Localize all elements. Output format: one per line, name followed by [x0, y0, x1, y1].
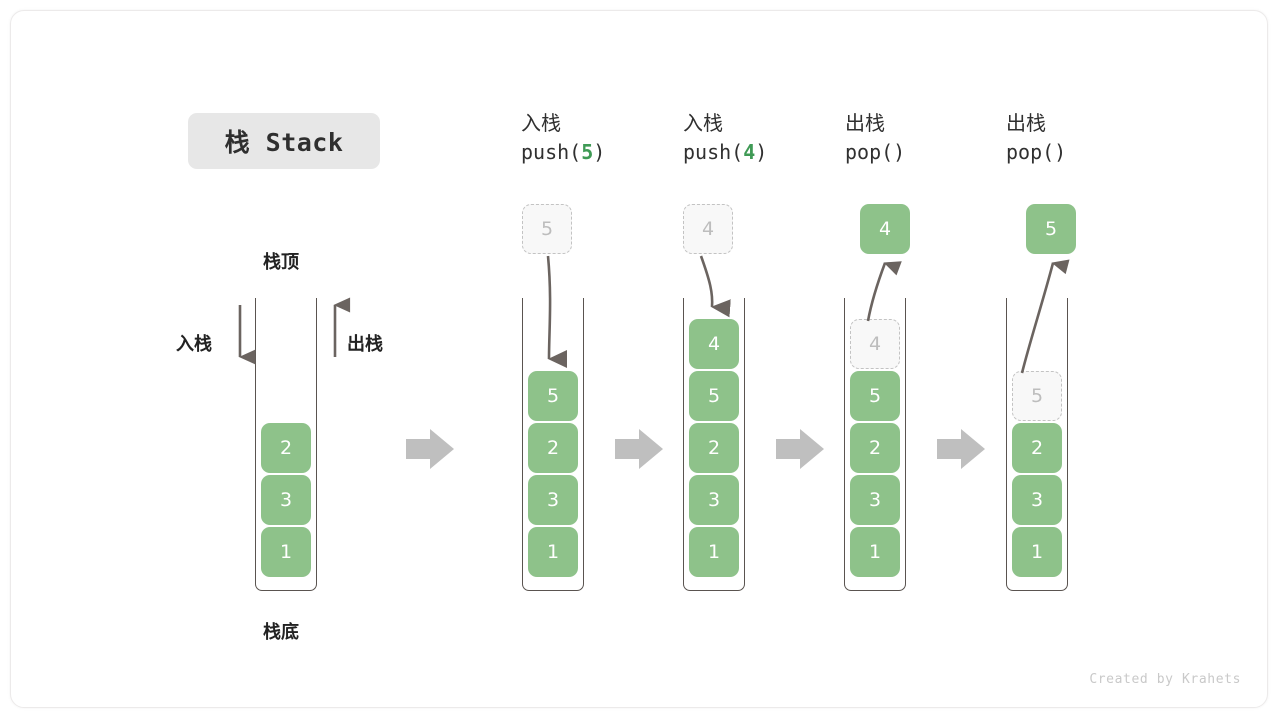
stack-cell: 1 — [528, 527, 578, 577]
flow-arrow — [937, 429, 985, 469]
popped-cell: 4 — [860, 204, 910, 254]
step-caption-cn: 出栈 — [845, 111, 885, 135]
stack-cell: 3 — [689, 475, 739, 525]
stack-cell: 2 — [689, 423, 739, 473]
diagram-stage: 栈 Stack 栈顶 入栈 出栈 栈底 2 3 1 入栈 push(5) 5 5… — [11, 11, 1269, 709]
code-suffix: ) — [893, 140, 906, 164]
stack-container-4 — [1006, 298, 1068, 591]
code-prefix: push( — [521, 140, 582, 164]
step-caption-pop-4: 出栈 pop() — [845, 109, 905, 167]
code-prefix: push( — [683, 140, 744, 164]
step-caption-code: push(4) — [683, 138, 767, 167]
stack-container-1 — [522, 298, 584, 591]
stack-ghost-cell: 5 — [1012, 371, 1062, 421]
step-caption-pop-5: 出栈 pop() — [1006, 109, 1066, 167]
code-prefix: pop( — [845, 140, 894, 164]
flow-arrow — [406, 429, 454, 469]
stack-cell: 3 — [261, 475, 311, 525]
code-accent-value: 4 — [743, 140, 756, 164]
code-accent-value: 5 — [581, 140, 594, 164]
stack-cell: 2 — [1012, 423, 1062, 473]
diagram-title-badge: 栈 Stack — [188, 113, 380, 169]
credit-text: Created by Krahets — [1089, 672, 1241, 687]
stack-top-label: 栈顶 — [263, 252, 299, 273]
code-prefix: pop( — [1006, 140, 1055, 164]
stack-container-0 — [255, 298, 317, 591]
stack-cell: 1 — [261, 527, 311, 577]
step-caption-code: pop() — [845, 138, 905, 167]
code-suffix: ) — [755, 140, 768, 164]
stack-ghost-cell: 4 — [850, 319, 900, 369]
stack-cell: 3 — [528, 475, 578, 525]
diagram-card: 栈 Stack 栈顶 入栈 出栈 栈底 2 3 1 入栈 push(5) 5 5… — [10, 10, 1268, 708]
stack-cell: 5 — [850, 371, 900, 421]
flow-arrow — [776, 429, 824, 469]
stack-container-2 — [683, 298, 745, 591]
flow-arrow — [615, 429, 663, 469]
stack-cell: 4 — [689, 319, 739, 369]
step-caption-cn: 出栈 — [1006, 111, 1046, 135]
popped-cell: 5 — [1026, 204, 1076, 254]
stack-cell: 5 — [689, 371, 739, 421]
step-caption-push-4: 入栈 push(4) — [683, 109, 767, 167]
floating-ghost-cell: 4 — [683, 204, 733, 254]
stack-cell: 2 — [261, 423, 311, 473]
step-caption-cn: 入栈 — [683, 111, 723, 135]
code-suffix: ) — [593, 140, 606, 164]
stack-cell: 3 — [850, 475, 900, 525]
stack-cell: 1 — [850, 527, 900, 577]
floating-ghost-cell: 5 — [522, 204, 572, 254]
stack-cell: 5 — [528, 371, 578, 421]
step-caption-push-5: 入栈 push(5) — [521, 109, 605, 167]
stack-cell: 1 — [1012, 527, 1062, 577]
stack-cell: 3 — [1012, 475, 1062, 525]
stack-cell: 2 — [528, 423, 578, 473]
stack-container-3 — [844, 298, 906, 591]
step-caption-cn: 入栈 — [521, 111, 561, 135]
code-suffix: ) — [1054, 140, 1067, 164]
stack-cell: 1 — [689, 527, 739, 577]
step-caption-code: pop() — [1006, 138, 1066, 167]
pop-direction-label: 出栈 — [347, 334, 383, 355]
stack-bottom-label: 栈底 — [263, 622, 299, 643]
stack-cell: 2 — [850, 423, 900, 473]
step-caption-code: push(5) — [521, 138, 605, 167]
push-direction-label: 入栈 — [176, 334, 212, 355]
